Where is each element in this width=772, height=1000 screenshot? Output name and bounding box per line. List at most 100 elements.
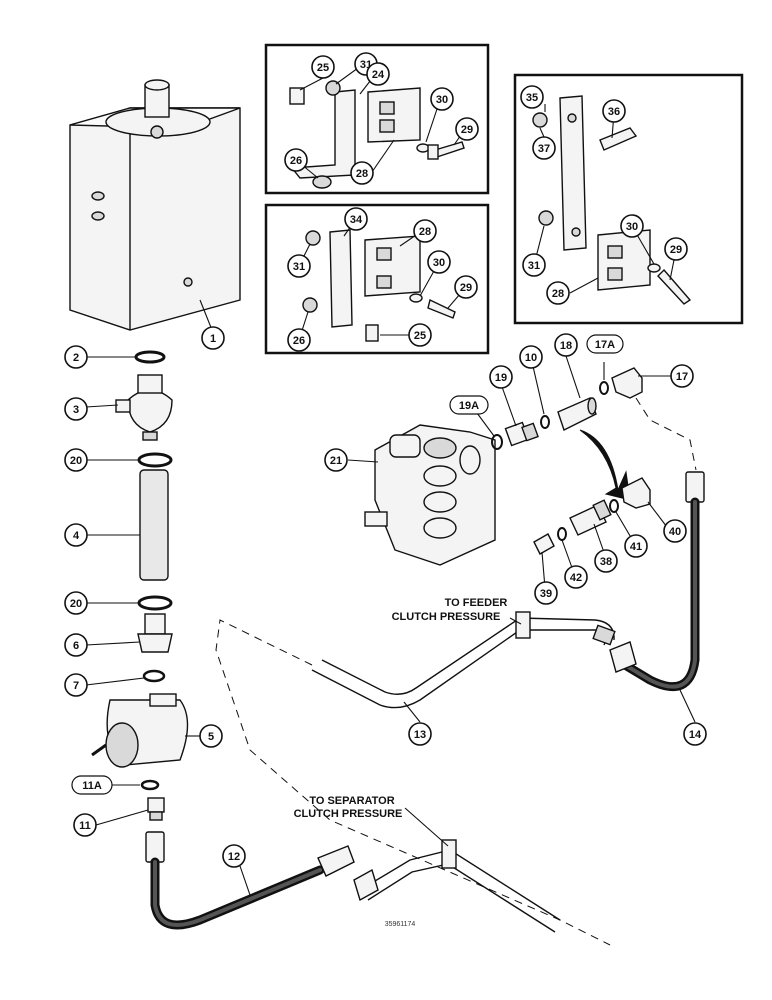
callout-18: 18 [554,333,578,357]
svg-text:25: 25 [317,62,329,74]
feeder-label-line1: TO FEEDER [445,597,508,609]
callout-17a: 17A [586,334,624,354]
callout-box2-30: 30 [427,250,451,274]
callout-7: 7 [64,673,88,697]
callout-box1-24: 24 [366,62,390,86]
svg-text:35: 35 [526,92,538,104]
callout-5: 5 [199,724,223,748]
callout-box3-28: 28 [546,281,570,305]
hose-12 [145,831,355,930]
callout-box2-29: 29 [454,275,478,299]
o-ring-11a [140,779,160,791]
hose-clamp-20-top [137,452,173,468]
callout-14: 14 [683,722,707,746]
callout-box2-25: 25 [408,323,432,347]
callout-box2-34: 34 [344,207,368,231]
callout-6: 6 [64,633,88,657]
svg-text:29: 29 [461,124,473,136]
callout-box2-26: 26 [287,328,311,352]
svg-text:37: 37 [538,143,550,155]
bracket-kit-box-2 [264,203,490,355]
hose-clamp-20-bottom [137,595,173,611]
callout-20-bottom: 20 [64,591,88,615]
reservoir-tank [69,79,241,331]
feeder-label-line2: CLUTCH PRESSURE [392,611,501,623]
svg-text:3: 3 [73,404,79,416]
filter-valve-3 [115,374,173,441]
o-ring-17a [599,381,609,395]
svg-text:1: 1 [210,333,216,345]
callout-42: 42 [564,565,588,589]
control-valve-21 [364,424,496,566]
svg-text:26: 26 [293,335,305,347]
callout-13: 13 [408,722,432,746]
callout-box1-30: 30 [430,87,454,111]
drawing-id: 35961174 [385,921,416,928]
o-ring-2 [134,350,166,364]
o-ring-41 [609,499,619,513]
o-ring-7 [142,669,166,683]
callout-box2-28: 28 [413,219,437,243]
svg-text:11: 11 [79,820,91,832]
svg-text:28: 28 [552,288,564,300]
svg-text:19A: 19A [459,400,479,412]
svg-text:28: 28 [419,226,431,238]
callout-box1-28: 28 [350,161,374,185]
callout-19: 19 [489,365,513,389]
svg-text:41: 41 [630,541,642,553]
fitting-11 [147,797,165,821]
callout-40: 40 [663,519,687,543]
svg-text:13: 13 [414,729,426,741]
callout-20-top: 20 [64,448,88,472]
callout-39: 39 [534,581,558,605]
callout-19a: 19A [449,395,489,415]
svg-text:29: 29 [670,244,682,256]
tube-13 [215,611,616,946]
svg-text:18: 18 [560,340,572,352]
svg-text:30: 30 [436,94,448,106]
callout-10: 10 [519,345,543,369]
svg-text:7: 7 [73,680,79,692]
svg-text:17A: 17A [595,339,615,351]
svg-text:36: 36 [608,106,620,118]
callout-box2-31: 31 [287,254,311,278]
svg-text:10: 10 [525,352,537,364]
svg-text:31: 31 [528,260,540,272]
fitting-39 [533,533,555,555]
callout-box1-26: 26 [284,148,308,172]
callout-3: 3 [64,397,88,421]
svg-text:29: 29 [460,282,472,294]
svg-text:31: 31 [293,261,305,273]
svg-text:39: 39 [540,588,552,600]
callout-box1-25: 25 [311,55,335,79]
svg-text:21: 21 [330,455,342,467]
svg-text:40: 40 [669,526,681,538]
callout-box3-37: 37 [532,136,556,160]
suction-hose-4 [139,469,169,581]
callout-41: 41 [624,534,648,558]
svg-text:20: 20 [70,455,82,467]
callout-box3-29: 29 [664,237,688,261]
callout-box3-35: 35 [520,85,544,109]
svg-text:4: 4 [73,530,80,542]
svg-text:17: 17 [676,371,688,383]
svg-text:34: 34 [350,214,363,226]
callout-box3-31: 31 [522,253,546,277]
svg-text:5: 5 [208,731,214,743]
hose-14 [609,397,705,692]
svg-text:26: 26 [290,155,302,167]
callout-38: 38 [594,549,618,573]
o-ring-42 [557,527,567,541]
svg-text:19: 19 [495,372,507,384]
callout-2: 2 [64,345,88,369]
svg-text:38: 38 [600,556,612,568]
fitting-19 [504,421,539,447]
callout-box3-30: 30 [620,214,644,238]
callout-4: 4 [64,523,88,547]
svg-text:24: 24 [372,69,385,81]
elbow-17 [611,367,643,399]
adapter-18 [557,397,597,431]
separator-label-line2: CLUTCH PRESSURE [294,808,403,820]
callout-box3-36: 36 [602,99,626,123]
